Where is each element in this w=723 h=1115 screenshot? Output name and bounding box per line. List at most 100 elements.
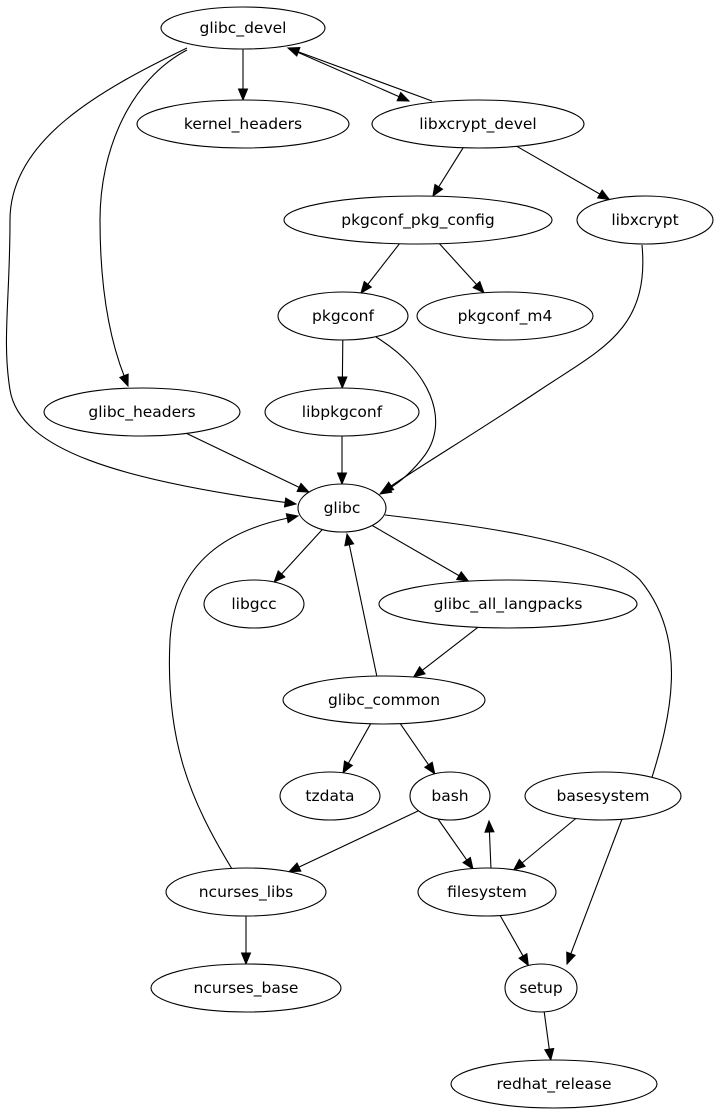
node-label: redhat_release: [496, 1075, 611, 1094]
edge-line: [499, 915, 524, 958]
arrowhead-icon: [286, 47, 301, 57]
edge-line: [421, 626, 479, 672]
node-label: libgcc: [231, 595, 276, 613]
arrowhead-icon: [285, 513, 300, 524]
node-ncurses-base: ncurses_base: [150, 963, 342, 1013]
arrowhead-icon: [273, 570, 286, 584]
edge-glibc_headers-to-glibc: [186, 432, 311, 493]
node-ncurses-libs: ncurses_libs: [165, 867, 327, 917]
node-glibc-common: glibc_common: [282, 675, 486, 725]
node-shape: [160, 6, 326, 50]
edge-line: [280, 529, 323, 576]
edge-basesystem-to-setup: [566, 818, 623, 966]
edge-line: [569, 818, 623, 955]
edge-pkgconf-to-libpkgconf: [337, 339, 348, 390]
node-shape: [282, 675, 486, 725]
arrowhead-icon: [566, 951, 576, 966]
node-label: kernel_headers: [184, 115, 302, 134]
edge-filesystem-to-bash: [484, 819, 495, 870]
arrowhead-icon: [118, 373, 129, 388]
node-shape: [504, 963, 578, 1013]
edge-bash-to-ncurses_libs: [287, 810, 419, 873]
edge-line: [5, 47, 287, 504]
node-shape: [524, 771, 682, 821]
arrowhead-icon: [336, 472, 348, 486]
edge-glibc_devel-to-libxcrypt_devel: [287, 47, 411, 102]
node-label: bash: [431, 787, 468, 805]
node-tzdata: tzdata: [279, 771, 381, 821]
edge-glibc_devel-to-glibc_headers: [99, 49, 188, 388]
edge-ncurses_libs-to-ncurses_base: [240, 916, 252, 966]
node-bash: bash: [409, 771, 491, 821]
node-pkgconf: pkgconf: [277, 291, 409, 341]
edge-glibc_common-to-glibc: [344, 532, 378, 678]
edge-bash-to-filesystem: [437, 818, 474, 871]
node-label: glibc_common: [328, 691, 440, 710]
node-label: ncurses_libs: [199, 883, 294, 902]
arrowhead-icon: [544, 1047, 555, 1062]
node-libpkgconf: libpkgconf: [264, 387, 420, 437]
node-filesystem: filesystem: [417, 867, 557, 917]
arrowhead-icon: [518, 952, 530, 967]
edge-pkgconf_pkg_config-to-pkgconf_m4: [439, 243, 485, 294]
edge-line: [348, 543, 378, 678]
node-label: pkgconf_pkg_config: [341, 211, 495, 230]
arrowhead-icon: [455, 570, 470, 582]
node-libgcc: libgcc: [203, 579, 305, 629]
edge-ncurses_libs-to-glibc: [168, 513, 300, 870]
node-shape: [416, 291, 594, 341]
node-pkgconf-m4: pkgconf_m4: [416, 291, 594, 341]
edge-line: [99, 49, 188, 377]
arrowhead-icon: [512, 858, 526, 871]
edge-line: [287, 47, 401, 98]
arrowhead-icon: [344, 532, 355, 547]
arrowhead-icon: [296, 482, 311, 493]
node-label: glibc_all_langpacks: [434, 595, 583, 614]
edge-libxcrypt-to-glibc: [380, 244, 644, 493]
node-shape: [279, 771, 381, 821]
node-libxcrypt: libxcrypt: [576, 195, 714, 245]
edge-pkgconf_pkg_config-to-pkgconf: [360, 243, 400, 294]
node-setup: setup: [504, 963, 578, 1013]
edge-line: [371, 525, 461, 577]
edge-line: [437, 818, 468, 862]
edge-libxcrypt_devel-to-pkgconf_pkg_config: [432, 147, 464, 198]
node-basesystem: basesystem: [524, 771, 682, 821]
edges-layer: [5, 47, 673, 1062]
arrowhead-icon: [337, 376, 348, 390]
node-libxcrypt-devel: libxcrypt_devel: [371, 99, 585, 149]
node-shape: [150, 963, 342, 1013]
edge-glibc_common-to-tzdata: [342, 723, 372, 774]
edge-line: [437, 147, 464, 188]
arrowhead-icon: [283, 497, 298, 508]
arrowhead-icon: [596, 189, 611, 201]
arrowhead-icon: [472, 280, 485, 294]
edge-line: [347, 723, 372, 765]
node-label: tzdata: [305, 787, 354, 805]
edge-line: [439, 243, 478, 286]
node-glibc: glibc: [297, 483, 387, 533]
edge-glibc-to-glibc_all_langpacks: [371, 525, 470, 582]
edge-line: [297, 50, 433, 102]
node-shape: [576, 195, 714, 245]
node-shape: [417, 867, 557, 917]
edge-glibc_all_langpacks-to-glibc_common: [412, 626, 479, 678]
edge-libxcrypt_devel-to-libxcrypt: [516, 145, 611, 201]
node-pkgconf-pkg-config: pkgconf_pkg_config: [283, 195, 553, 245]
node-shape: [409, 771, 491, 821]
arrowhead-icon: [360, 280, 373, 294]
node-kernel-headers: kernel_headers: [136, 99, 350, 149]
node-shape: [283, 195, 553, 245]
node-shape: [297, 483, 387, 533]
edge-glibc-to-libgcc: [273, 529, 323, 584]
node-label: pkgconf_m4: [458, 307, 553, 326]
edge-line: [186, 432, 301, 489]
arrowhead-icon: [412, 665, 426, 678]
node-shape: [450, 1059, 658, 1109]
node-shape: [203, 579, 305, 629]
edge-basesystem-to-filesystem: [512, 818, 577, 871]
node-shape: [43, 387, 241, 437]
edge-glibc_devel-to-glibc: [5, 47, 298, 508]
node-label: libpkgconf: [302, 403, 383, 421]
